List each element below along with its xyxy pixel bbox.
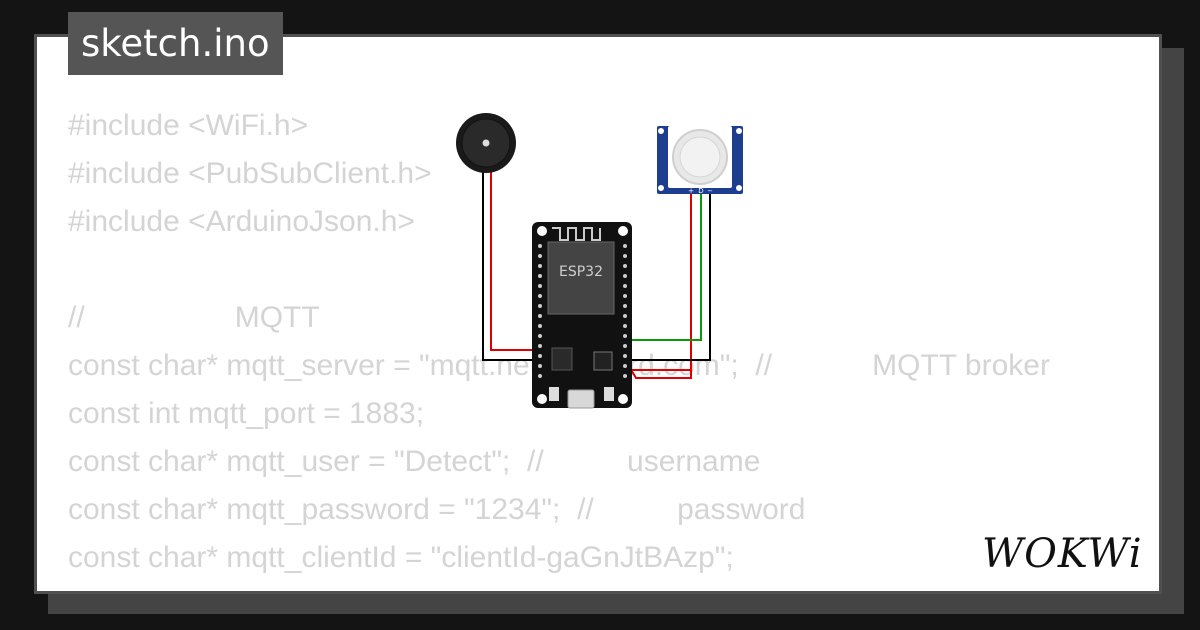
code-line: const char* mqtt_publish_topic = "MQTT_d… xyxy=(68,582,1132,591)
esp32-right-pins xyxy=(623,244,627,378)
code-line: #include <ArduinoJson.h> xyxy=(68,205,415,238)
pir-pin-label: D xyxy=(698,187,703,195)
pir-green-wire[interactable] xyxy=(630,192,702,341)
esp32-board[interactable]: ESP32 xyxy=(532,222,632,409)
buzzer[interactable] xyxy=(456,113,516,173)
buzzer-red-wire[interactable] xyxy=(490,170,541,351)
code-preview: #include <WiFi.h> #include <PubSubClient… xyxy=(68,102,1132,591)
pir-motion-sensor[interactable]: + D − xyxy=(657,126,743,195)
esp32-left-pins xyxy=(538,244,542,378)
file-name-tab[interactable]: sketch.ino xyxy=(68,12,283,75)
esp32-label: ESP32 xyxy=(559,264,603,280)
wokwi-logo-text: WOKWi xyxy=(982,531,1143,575)
buzzer-black-wire[interactable] xyxy=(482,170,541,361)
code-line: const char* mqtt_password = "1234"; // p… xyxy=(68,493,806,526)
code-line: const int mqtt_port = 1883; xyxy=(68,397,425,430)
code-line: const char* mqtt_server = "mqtt.netpiebo… xyxy=(68,349,1050,382)
pir-pin-label: + xyxy=(688,187,694,195)
code-line: // MQTT xyxy=(68,301,320,334)
wokwi-logo: WOKWi xyxy=(982,531,1143,575)
code-line: #include <PubSubClient.h> xyxy=(68,157,432,190)
wire-group xyxy=(482,170,711,379)
pir-red-wire[interactable] xyxy=(630,192,692,371)
pir-red-wire-2[interactable] xyxy=(629,367,692,379)
code-line: const char* mqtt_user = "Detect"; // use… xyxy=(68,445,761,478)
code-line: #include <WiFi.h> xyxy=(68,109,309,142)
code-line: const char* mqtt_clientId = "clientId-ga… xyxy=(68,541,734,574)
pir-pin-label: − xyxy=(707,187,713,195)
pir-black-wire[interactable] xyxy=(630,192,711,361)
